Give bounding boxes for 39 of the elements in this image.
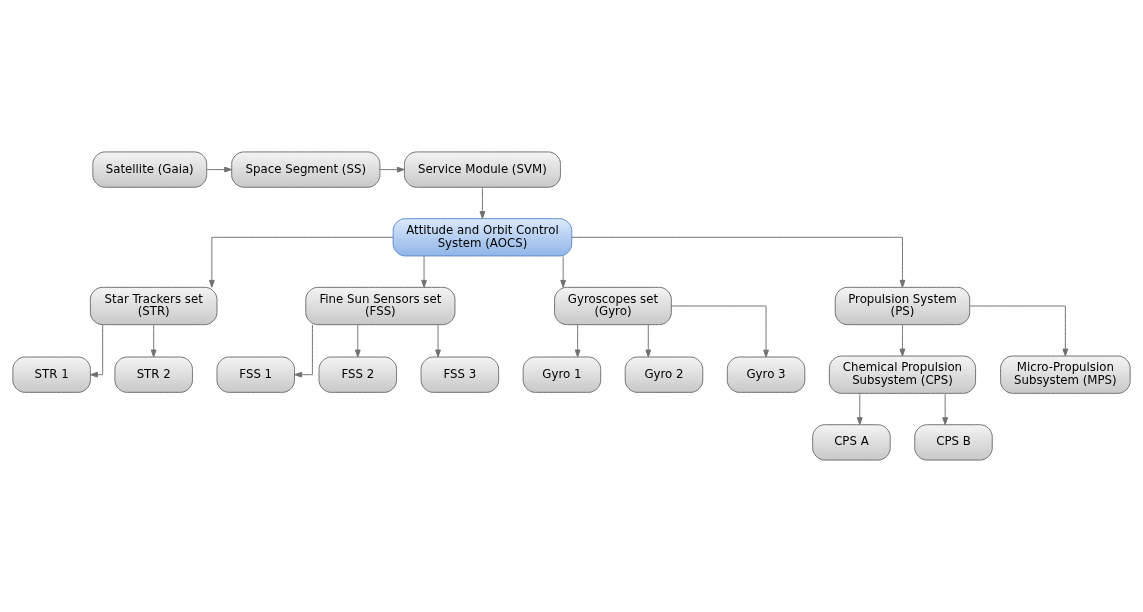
node-box: FSS 2 bbox=[318, 356, 398, 393]
node-box: Star Trackers set (STR) bbox=[89, 286, 218, 326]
node-box: Micro-Propulsion Subsystem (MPS) bbox=[1000, 355, 1131, 394]
arrow bbox=[942, 393, 949, 426]
arrow bbox=[671, 305, 769, 358]
arrow bbox=[899, 324, 906, 357]
arrow bbox=[571, 236, 906, 288]
node-box: Space Segment (SS) bbox=[231, 151, 381, 188]
node-box: Attitude and Orbit Control System (AOCS) bbox=[392, 218, 573, 257]
arrow bbox=[379, 166, 405, 173]
node-box: Gyroscopes set (Gyro) bbox=[554, 286, 672, 326]
arrow bbox=[206, 166, 233, 173]
node-box: Chemical Propulsion Subsystem (CPS) bbox=[828, 355, 977, 394]
node-box: FSS 3 bbox=[420, 356, 500, 393]
node-box: Gyro 3 bbox=[726, 356, 806, 393]
node-box: Satellite (Gaia) bbox=[92, 151, 208, 188]
node-box: CPS B bbox=[914, 424, 993, 461]
arrow bbox=[479, 186, 486, 219]
node-box: STR 2 bbox=[114, 356, 193, 393]
node-box: Propulsion System (PS) bbox=[834, 286, 971, 326]
arrow bbox=[150, 324, 157, 358]
arrow bbox=[435, 324, 441, 358]
arrow bbox=[574, 324, 581, 358]
arrow bbox=[421, 255, 427, 288]
arrow bbox=[354, 324, 361, 358]
node-box: FSS 1 bbox=[216, 356, 295, 393]
arrow bbox=[294, 324, 313, 378]
node-box: Fine Sun Sensors set (FSS) bbox=[305, 286, 456, 326]
node-box: Gyro 2 bbox=[624, 356, 704, 393]
node-box: STR 1 bbox=[12, 356, 91, 393]
arrow bbox=[208, 236, 394, 288]
node-box: Gyro 1 bbox=[522, 356, 602, 393]
arrow bbox=[560, 255, 567, 288]
arrow bbox=[969, 305, 1069, 357]
node-box: Service Module (SVM) bbox=[403, 151, 561, 188]
arrow bbox=[645, 324, 652, 358]
node-box: CPS A bbox=[812, 424, 891, 461]
arrow bbox=[90, 324, 104, 378]
arrow bbox=[856, 393, 863, 426]
